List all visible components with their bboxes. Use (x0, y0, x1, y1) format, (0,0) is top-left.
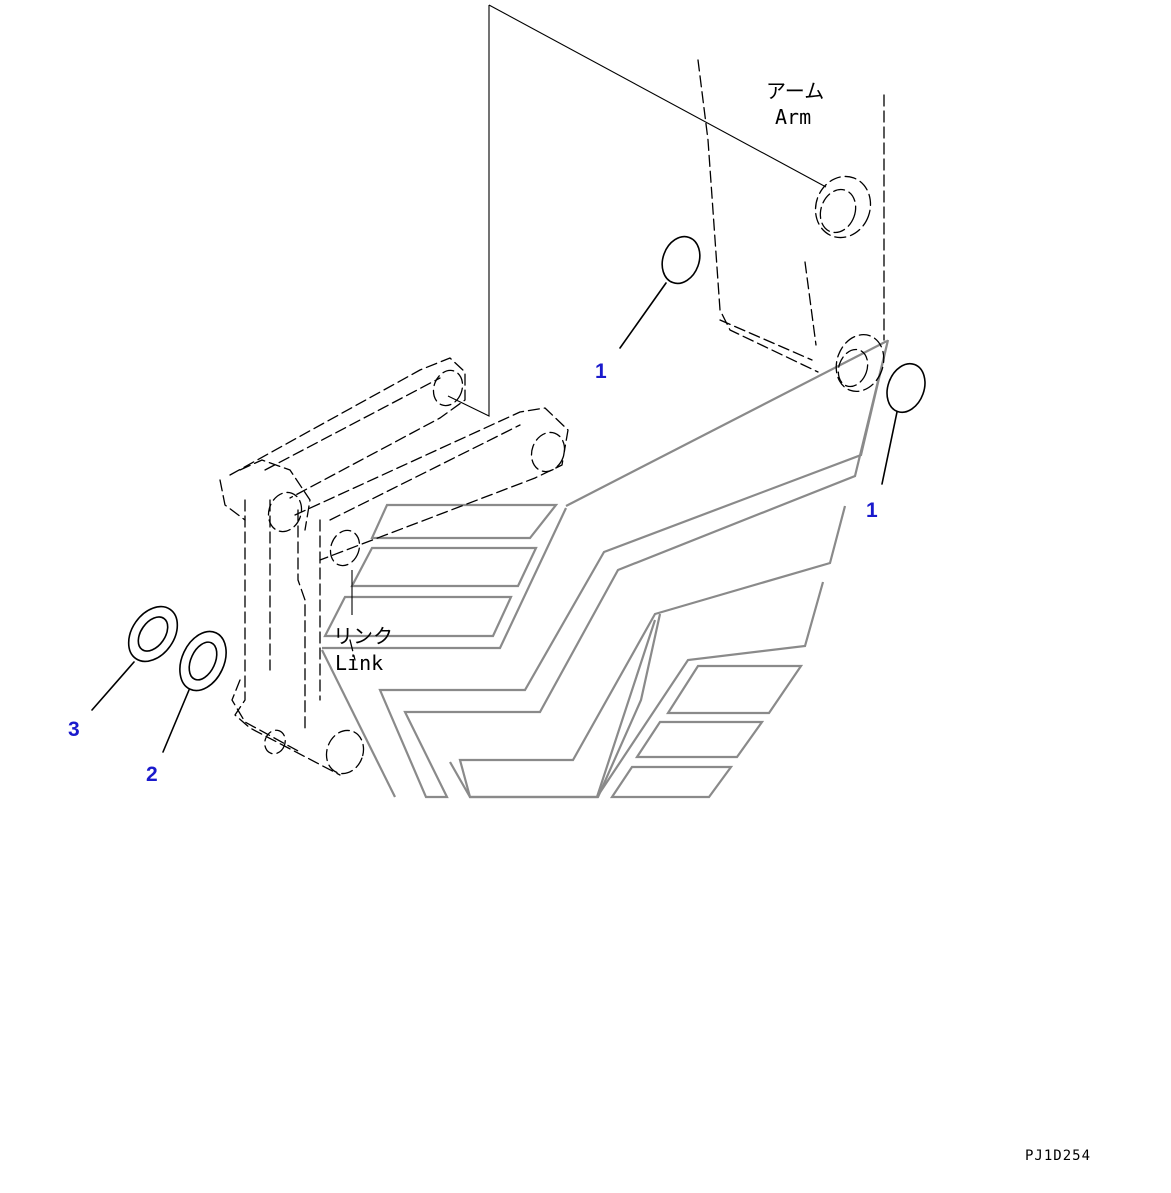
part-washer-2 (179, 630, 227, 692)
part-washer-3 (127, 605, 179, 663)
link-outline (219, 357, 569, 776)
arm-outline (697, 59, 885, 393)
callout-1-upper: 1 (595, 360, 607, 383)
arm-label-jp: アーム (766, 79, 824, 103)
watermark-logo (321, 339, 890, 799)
link-label-en: Link (335, 651, 383, 675)
drawing-code: PJ1D254 (1025, 1148, 1091, 1164)
callout-2: 2 (146, 763, 158, 786)
part-shim-1-upper (661, 235, 701, 285)
callout-1-right: 1 (866, 499, 878, 522)
arm-boundary (447, 4, 827, 417)
callout-3: 3 (68, 718, 80, 741)
part-shim-1-right (886, 362, 926, 414)
leader-lines (91, 282, 898, 753)
arm-label-en: Arm (775, 105, 811, 129)
link-label-jp: リンク (333, 624, 393, 648)
